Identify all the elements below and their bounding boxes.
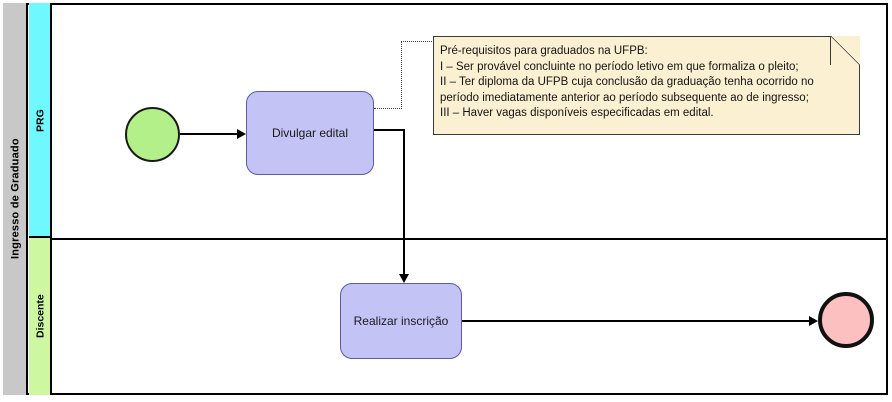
- association-segment-h-lower: [374, 108, 402, 109]
- flow-divulgar-to-realizar-h: [374, 129, 405, 131]
- start-event[interactable]: [125, 107, 180, 162]
- lane-header-prg: [29, 3, 52, 238]
- lane-divider: [52, 238, 888, 240]
- lane-header-discente: [29, 238, 52, 395]
- association-segment-h-upper: [401, 41, 434, 42]
- flow-start-to-divulgar: [180, 133, 237, 135]
- flow-realizar-to-end: [462, 320, 812, 322]
- lane-label-prg: PRG: [34, 109, 47, 132]
- note-fold-edge-icon: [830, 36, 860, 65]
- lane-label-discente: Discente: [34, 294, 47, 339]
- text-annotation-note: Pré-requisitos para graduados na UFPB: I…: [433, 36, 860, 135]
- note-text: Pré-requisitos para graduados na UFPB: I…: [440, 45, 814, 120]
- pool-header: [3, 3, 28, 395]
- flow-start-to-divulgar-arrowhead: [237, 129, 246, 139]
- association-segment-v: [401, 41, 402, 109]
- flow-realizar-to-end-arrowhead: [809, 316, 818, 326]
- flow-divulgar-to-realizar-v: [403, 129, 405, 281]
- task-realizar-inscricao[interactable]: Realizar inscrição: [340, 283, 462, 359]
- pool-title: Ingresso de Graduado: [9, 138, 22, 260]
- end-event[interactable]: [818, 292, 874, 348]
- task-divulgar-edital[interactable]: Divulgar edital: [246, 91, 374, 175]
- flow-divulgar-to-realizar-arrowhead: [399, 274, 409, 283]
